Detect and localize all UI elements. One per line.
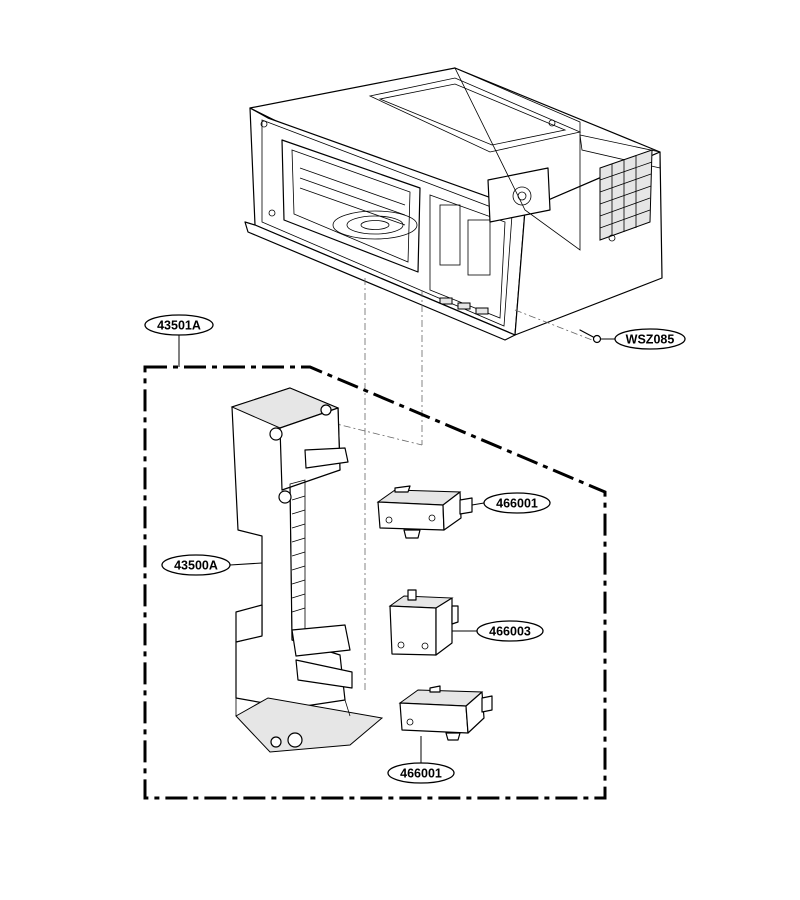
callout-switch-upper: 466001 [471,492,551,514]
switch-upper-part [376,485,473,539]
callout-screw: WSZ085 [600,328,686,350]
callout-label-latch-board-assembly: 43501A [157,319,201,333]
switch-middle-part [388,589,459,656]
callout-switch-lower: 466001 [387,736,455,784]
callout-switch-middle: 466003 [452,620,544,642]
latch-board-part [230,387,384,753]
callout-label-switch-lower: 466001 [400,767,442,781]
callout-label-switch-middle: 466003 [489,625,531,639]
callout-label-screw: WSZ085 [626,333,675,347]
cavity-chassis [244,67,663,341]
assembly-boundary [143,365,607,800]
screw-part [579,329,602,344]
callout-label-switch-upper: 466001 [496,497,538,511]
callout-latch-board-assembly: 43501A [144,314,214,367]
switch-lower-part [398,685,493,741]
callout-latch-board: 43500A [161,554,263,576]
callout-label-latch-board: 43500A [174,559,218,573]
